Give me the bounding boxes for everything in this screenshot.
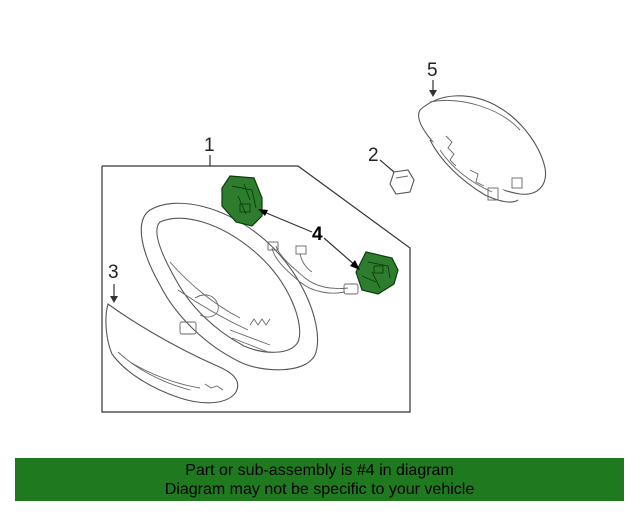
switch-assembly-right[interactable] <box>355 251 399 295</box>
steering-wheel-frame <box>101 165 411 413</box>
wiring-harness <box>267 241 359 295</box>
svg-text:2: 2 <box>368 145 379 166</box>
callout-1[interactable]: 1 <box>204 135 215 166</box>
lower-trim-cover <box>105 303 239 404</box>
svg-text:5: 5 <box>427 60 438 81</box>
nut <box>389 169 415 195</box>
svg-text:3: 3 <box>108 262 119 283</box>
banner-line-part: Part or sub-assembly is #4 in diagram <box>185 461 454 479</box>
steering-wheel <box>140 202 319 371</box>
callout-2[interactable]: 2 <box>368 145 395 173</box>
callout-4[interactable]: 4 <box>258 209 360 270</box>
parts-diagram: 1 4 <box>101 60 547 413</box>
callout-3[interactable]: 3 <box>108 262 119 303</box>
svg-text:1: 1 <box>204 135 215 156</box>
svg-text:4: 4 <box>312 224 323 245</box>
banner-line-disclaimer: Diagram may not be specific to your vehi… <box>164 480 475 498</box>
airbag-module <box>418 95 547 203</box>
switch-assembly-left[interactable] <box>221 175 263 227</box>
notice-banner: Part or sub-assembly is #4 in diagram Di… <box>15 458 624 501</box>
callout-5[interactable]: 5 <box>427 60 438 97</box>
